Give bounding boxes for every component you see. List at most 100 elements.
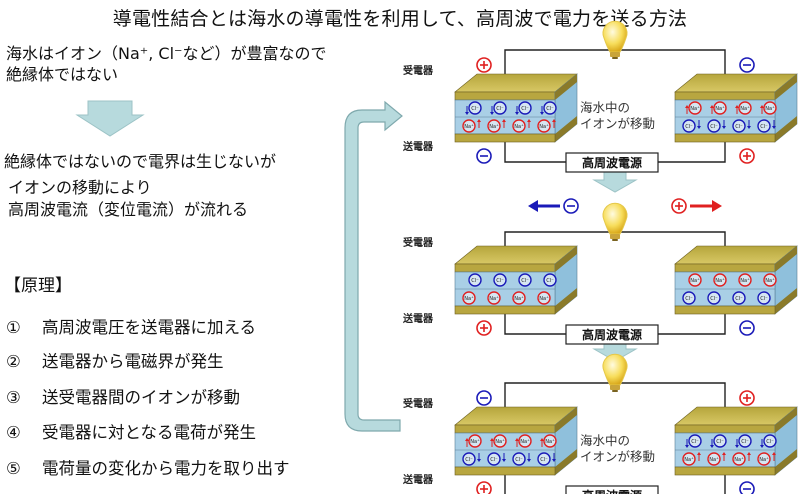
ion-label: Na⁺ [495,439,505,445]
ion-label: Na⁺ [514,124,524,130]
ion-label: Cl⁻ [685,124,693,130]
chloride-ion-icon: Cl⁻ [518,101,532,115]
ion-label: Na⁺ [734,457,744,463]
ion-label: Cl⁻ [735,124,743,130]
flow-down-arrow [75,100,145,137]
chloride-ion-icon: Cl⁻ [732,119,746,133]
transmitter-label: 送電器 [402,312,434,325]
transmitter-label: 送電器 [402,473,434,486]
chloride-ion-icon: Cl⁻ [543,273,557,287]
explanation-line-4: イオンの移動により [8,178,152,197]
stage-panel-3: 高周波電源Na⁺Cl⁻Na⁺Cl⁻Na⁺Cl⁻Na⁺Cl⁻Cl⁻Na⁺Cl⁻Na… [402,353,798,494]
chloride-ion-icon: Cl⁻ [688,434,702,448]
sodium-ion-icon: Na⁺ [738,101,752,115]
ion-label: Cl⁻ [521,106,529,112]
receiver-plate [454,424,556,434]
arrow-down-icon [527,453,531,462]
arrow-up-icon [540,438,544,447]
principle-heading: 【原理】 [4,276,72,296]
left-coupler: Cl⁻Na⁺Cl⁻Na⁺Cl⁻Na⁺Cl⁻Na⁺ [454,73,578,143]
ion-note-line-2: イオンが移動 [580,449,655,464]
plus-sign-icon [476,320,492,336]
chloride-ion-icon: Cl⁻ [493,273,507,287]
ion-label: Cl⁻ [465,457,473,463]
minus-sign-icon [739,481,755,494]
ion-label: Cl⁻ [760,124,768,130]
receiver-plate [674,263,776,273]
sodium-ion-icon: Na⁺ [713,273,727,287]
ion-label: Cl⁻ [760,296,768,302]
chloride-ion-icon: Cl⁻ [682,119,696,133]
right-move-arrow [690,200,722,212]
right-coupler: Na⁺Cl⁻Na⁺Cl⁻Na⁺Cl⁻Na⁺Cl⁻ [674,245,798,315]
chloride-ion-icon: Cl⁻ [707,119,721,133]
chloride-ion-icon: Cl⁻ [468,101,482,115]
minus-sign-icon [476,148,492,164]
ion-note-line-1: 海水中の [580,100,630,115]
step-text: 送電器から電磁界が発生 [42,352,224,371]
ion-label: Na⁺ [464,296,474,302]
sodium-ion-icon: Na⁺ [468,434,482,448]
ion-label: Na⁺ [709,457,719,463]
arrow-up-icon [747,452,751,461]
sodium-ion-icon: Na⁺ [537,291,551,305]
chloride-ion-icon: Cl⁻ [682,291,696,305]
arrow-down-icon [540,106,544,115]
arrow-up-icon [552,119,556,128]
chloride-ion-icon: Cl⁻ [707,291,721,305]
arrow-up-icon [477,119,481,128]
right-coupler: Cl⁻Na⁺Cl⁻Na⁺Cl⁻Na⁺Cl⁻Na⁺ [674,406,798,476]
sodium-ion-icon: Na⁺ [707,452,721,466]
sodium-ion-icon: Na⁺ [543,434,557,448]
stage-arrow-1-2 [592,170,638,193]
sodium-ion-icon: Na⁺ [763,273,777,287]
chloride-ion-icon: Cl⁻ [462,452,476,466]
sodium-ion-icon: Na⁺ [493,434,507,448]
arrow-up-icon [697,452,701,461]
right-coupler: Na⁺Cl⁻Na⁺Cl⁻Na⁺Cl⁻Na⁺Cl⁻ [674,73,798,143]
receiver-plate [454,91,556,101]
ion-label: Cl⁻ [521,278,529,284]
transmitter-label: 送電器 [402,140,434,153]
explanation-line-1: 海水はイオン（Na⁺, Cl⁻など）が豊富なので [6,44,327,63]
ion-label: Na⁺ [520,439,530,445]
ion-label: Cl⁻ [496,278,504,284]
stage-panel-2: 高周波電源Cl⁻Na⁺Cl⁻Na⁺Cl⁻Na⁺Cl⁻Na⁺Na⁺Cl⁻Na⁺Cl… [402,198,798,345]
receiver-plate [674,424,776,434]
sodium-ion-icon: Na⁺ [738,273,752,287]
ion-label: Cl⁻ [685,296,693,302]
left-coupler: Na⁺ Cl⁻ Na⁺ Cl⁻ Na⁺ Cl⁻ Na⁺ Cl⁻ [454,406,578,476]
ion-note-line-1: 海水中の [580,433,630,448]
light-bulb-icon [602,20,628,59]
sodium-ion-icon: Na⁺ [537,119,551,133]
ion-label: Na⁺ [740,106,750,112]
receiver-label: 受電器 [403,64,434,77]
ion-label: Na⁺ [545,439,555,445]
receiver-plate [674,91,776,101]
plus-sign-icon [476,481,492,494]
transmitter-plate [454,133,556,143]
ion-label: Na⁺ [539,296,549,302]
transmitter-plate [674,466,776,476]
chloride-ion-icon: Cl⁻ [468,273,482,287]
arrow-down-icon [502,453,506,462]
chloride-ion-icon: Cl⁻ [757,119,771,133]
principle-step: ② 送電器から電磁界が発生 [6,348,224,372]
ion-label: Cl⁻ [471,278,479,284]
arrow-down-icon [465,106,469,115]
chloride-ion-icon: Cl⁻ [512,452,526,466]
step-number: ② [6,352,21,371]
plus-sign-icon [739,148,755,164]
sodium-ion-icon: Na⁺ [763,101,777,115]
transmitter-plate [454,466,556,476]
step-number: ① [6,318,21,337]
ion-label: Na⁺ [489,124,499,130]
chloride-ion-icon: Cl⁻ [537,452,551,466]
ion-label: Cl⁻ [490,457,498,463]
plus-sign-icon [476,57,492,73]
sodium-ion-icon: Na⁺ [487,119,501,133]
ion-label: Na⁺ [759,457,769,463]
arrow-down-icon [722,120,726,129]
